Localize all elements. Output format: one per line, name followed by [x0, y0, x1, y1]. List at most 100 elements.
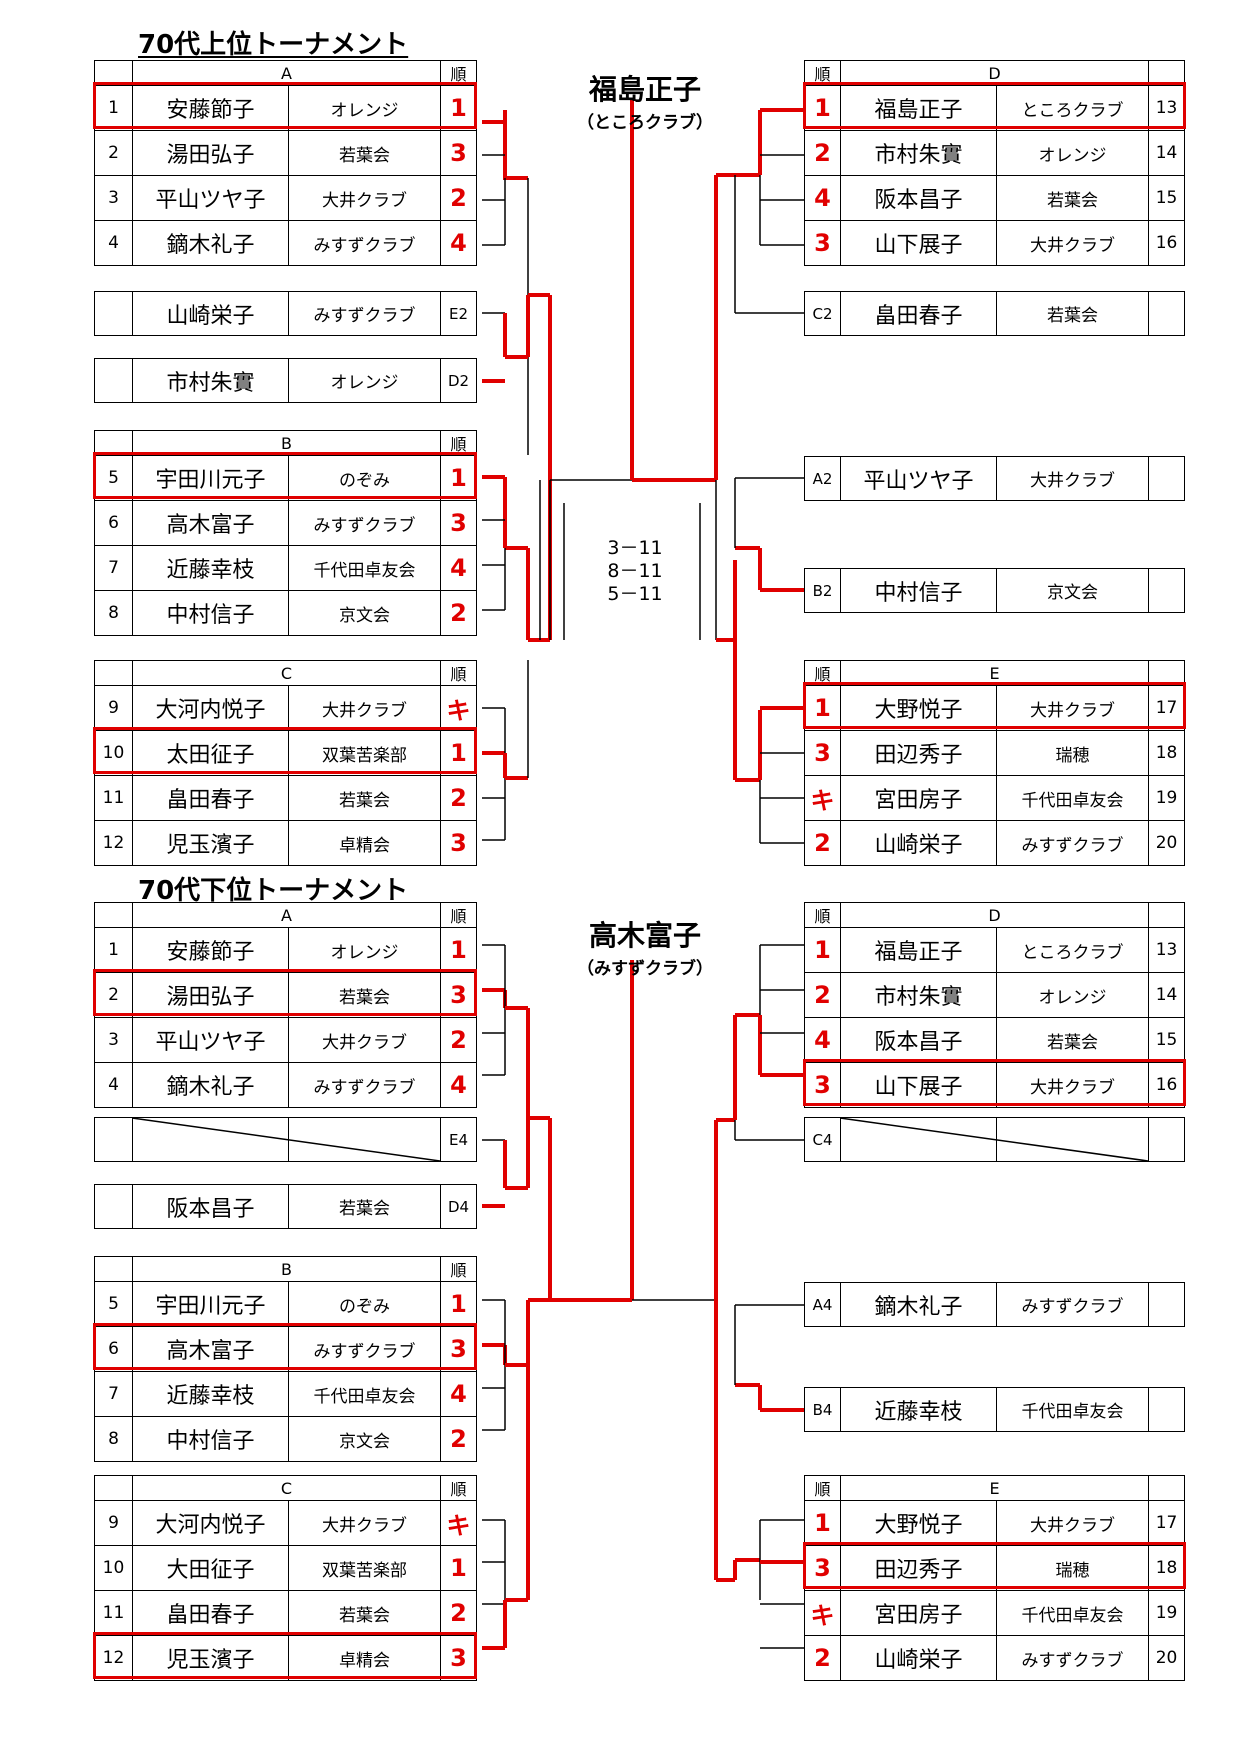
rank-header: 順	[440, 430, 478, 456]
player-name: 湯田弘子	[132, 972, 289, 1018]
entry-club: 千代田卓友会	[996, 1387, 1149, 1432]
entry-club: オレンジ	[288, 358, 441, 403]
player-rank: 3	[440, 500, 478, 546]
lower-title: 70代下位トーナメント	[138, 876, 409, 906]
player-rank: キ	[804, 775, 841, 821]
player-rank: 4	[440, 1371, 478, 1417]
player-name: 山下展子	[840, 220, 997, 266]
player-number: 3	[94, 1017, 133, 1063]
player-number: 4	[94, 220, 133, 266]
champion-club: （みすずクラブ）	[577, 959, 713, 979]
player-club: 千代田卓友会	[995, 1590, 1150, 1636]
player-name: 市村朱實	[840, 972, 997, 1018]
player-number: 11	[94, 775, 133, 821]
entry-name: 畠田春子	[840, 291, 997, 336]
player-club: 千代田卓友会	[287, 1371, 442, 1417]
entry-seed: C2	[804, 291, 841, 336]
header-blank	[94, 902, 133, 928]
player-rank: キ	[804, 1590, 841, 1636]
player-club: 若葉会	[995, 175, 1150, 221]
player-club: 大井クラブ	[995, 220, 1150, 266]
player-club: 若葉会	[287, 972, 442, 1018]
entry-club: みすずクラブ	[996, 1282, 1149, 1327]
player-number: 9	[94, 1500, 133, 1546]
player-number: 12	[94, 1635, 133, 1681]
group-letter: D	[839, 902, 1150, 928]
player-number: 5	[94, 1281, 133, 1327]
entry-seed: B2	[804, 568, 841, 613]
rank-header: 順	[440, 660, 478, 686]
player-rank: キ	[440, 1500, 478, 1546]
player-club: ところクラブ	[995, 927, 1150, 973]
entry-blank	[1148, 291, 1185, 336]
player-number: 1	[94, 927, 133, 973]
player-number: 20	[1148, 820, 1186, 866]
player-club: みすずクラブ	[995, 1635, 1150, 1681]
rank-header: 順	[440, 1256, 478, 1282]
header-blank	[1148, 60, 1186, 86]
player-name: 大河内悦子	[132, 1500, 289, 1546]
player-number: 3	[94, 175, 133, 221]
rank-header: 順	[440, 1475, 478, 1501]
player-rank: 3	[804, 730, 841, 776]
entry-blank	[1148, 1117, 1185, 1162]
player-rank: 2	[440, 590, 478, 636]
player-number: 17	[1148, 685, 1186, 731]
entry-name: 近藤幸枝	[840, 1387, 997, 1432]
entry-seed: C4	[804, 1117, 841, 1162]
player-name: 児玉濱子	[132, 1635, 289, 1681]
player-name: 福島正子	[840, 85, 997, 131]
player-name: 安藤節子	[132, 927, 289, 973]
entry-name: 阪本昌子	[132, 1184, 289, 1229]
player-number: 19	[1148, 775, 1186, 821]
header-blank	[94, 1256, 133, 1282]
player-rank: 3	[804, 1062, 841, 1108]
player-rank: 3	[440, 1326, 478, 1372]
player-club: 千代田卓友会	[287, 545, 442, 591]
entry-name	[840, 1117, 997, 1162]
player-club: ところクラブ	[995, 85, 1150, 131]
player-number: 13	[1148, 927, 1186, 973]
player-name: 市村朱實	[840, 130, 997, 176]
player-rank: 4	[440, 545, 478, 591]
player-name: 山崎栄子	[840, 1635, 997, 1681]
champion-name: 福島正子	[588, 73, 701, 106]
player-number: 6	[94, 500, 133, 546]
player-name: 児玉濱子	[132, 820, 289, 866]
player-number: 10	[94, 730, 133, 776]
entry-seed: D2	[440, 358, 477, 403]
header-blank	[94, 430, 133, 456]
player-club: 若葉会	[287, 775, 442, 821]
player-club: 若葉会	[995, 1017, 1150, 1063]
player-club: オレンジ	[287, 85, 442, 131]
player-number: 2	[94, 972, 133, 1018]
player-number: 6	[94, 1326, 133, 1372]
player-club: のぞみ	[287, 1281, 442, 1327]
player-rank: 2	[440, 775, 478, 821]
player-number: 14	[1148, 972, 1186, 1018]
player-name: 山崎栄子	[840, 820, 997, 866]
